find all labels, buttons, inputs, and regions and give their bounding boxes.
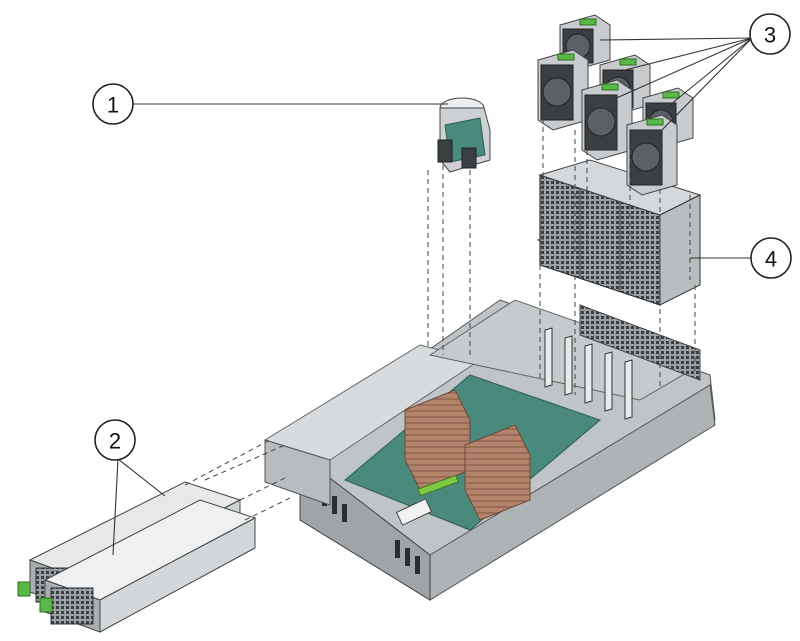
fan-controller-board: [437, 97, 491, 173]
fan-module: [581, 79, 633, 161]
assembly-guide-lines: [184, 118, 696, 521]
white-module: [395, 498, 433, 526]
callout-2-label: 2: [109, 429, 121, 454]
callout-2: 2: [94, 419, 166, 556]
pcie-slots: [544, 327, 633, 420]
callout-1-label: 1: [107, 93, 119, 118]
fan-module: [537, 49, 589, 131]
heatsink-2: [464, 424, 531, 521]
fan-modules: [537, 14, 694, 196]
callout-3-label: 3: [764, 23, 776, 48]
cpu-heatsinks: [404, 389, 531, 521]
chassis-front-panel: [299, 453, 431, 601]
power-supplies: [17, 481, 257, 633]
callout-4-label: 4: [765, 247, 777, 272]
rear-grille: [579, 304, 701, 381]
drive-cage: [264, 439, 331, 506]
callout-4: 4: [690, 237, 792, 279]
power-supply-front: [39, 499, 257, 633]
callout-3: 3: [599, 13, 791, 133]
server-chassis: [263, 299, 716, 601]
fan-module: [626, 114, 678, 196]
green-latch: [417, 474, 459, 497]
fan-tray-side: [659, 194, 701, 306]
callout-1: 1: [92, 83, 448, 125]
